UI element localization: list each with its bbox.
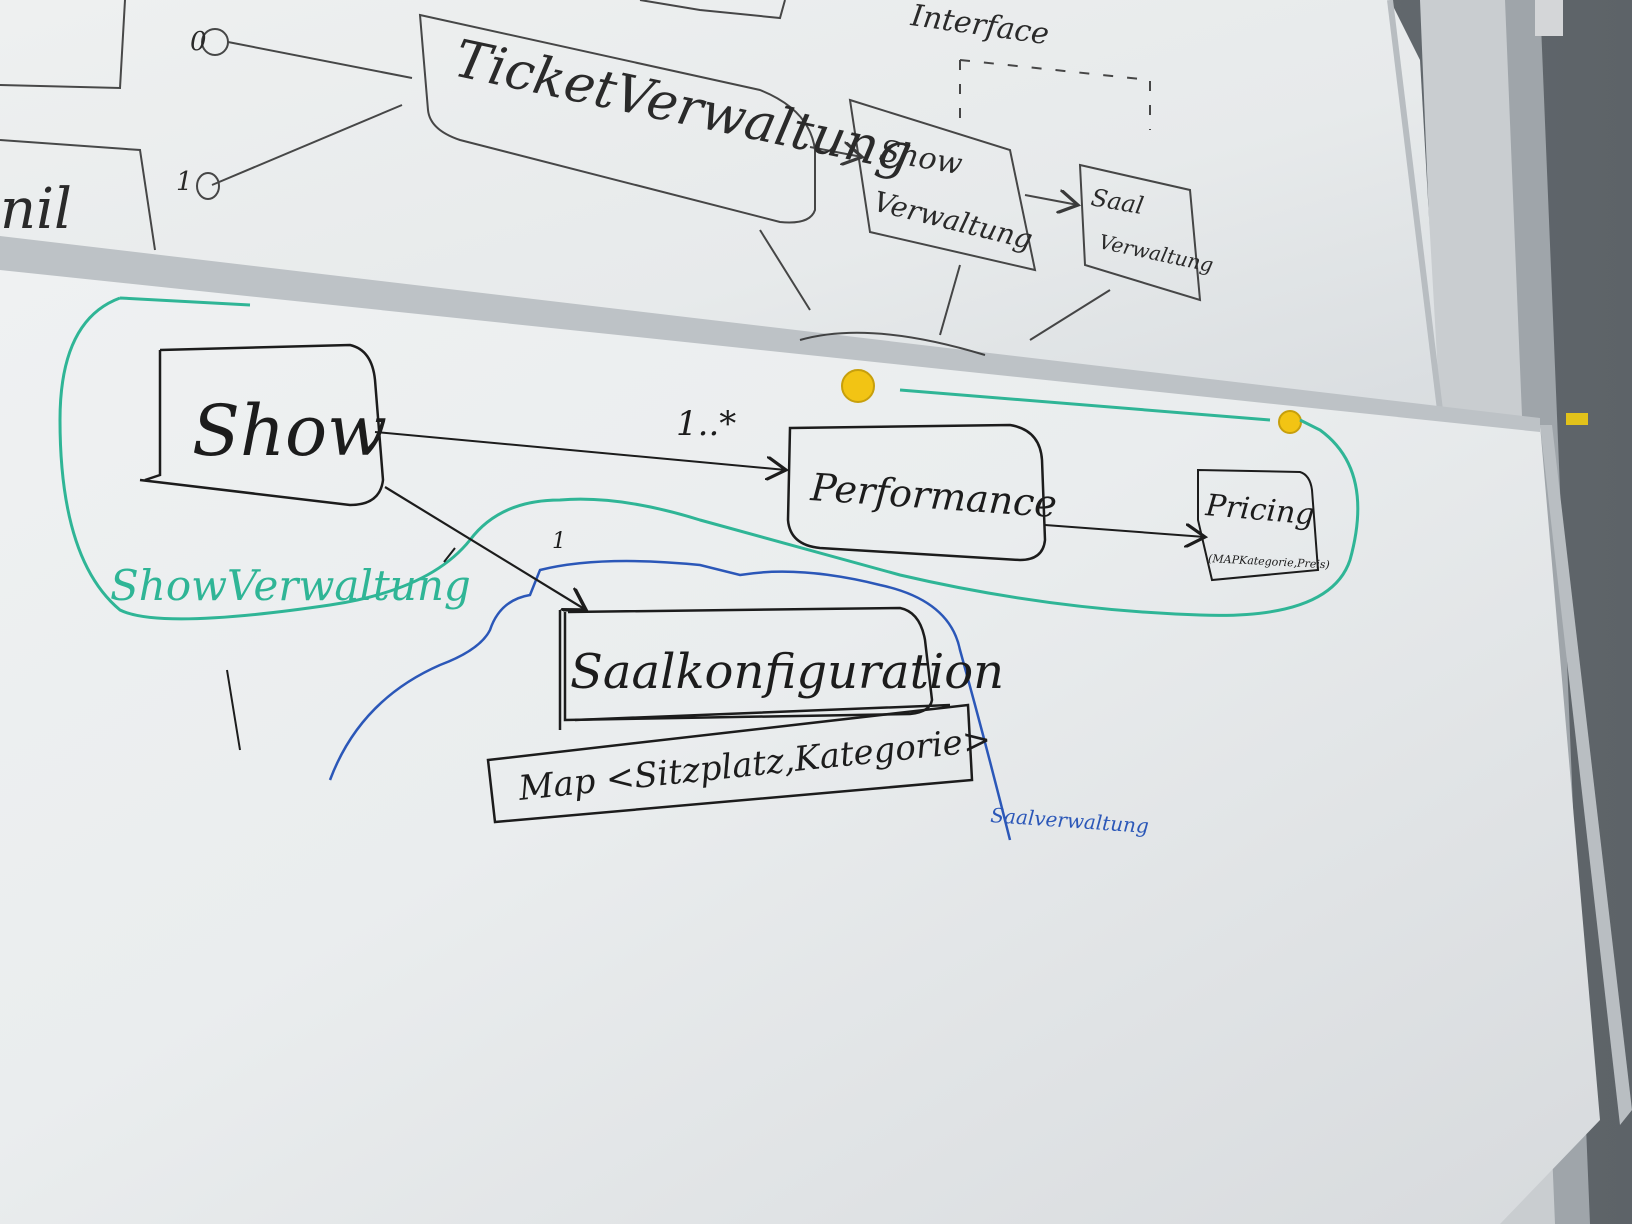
lower-board-right-rim (1540, 425, 1632, 1125)
stray-mark-left (226, 669, 241, 751)
arrow-show-to-saal (1024, 195, 1078, 205)
show-verwaltung-green-label: ShowVerwaltung (110, 561, 471, 610)
ticket-box (418, 13, 816, 224)
assoc-show-saalkonfig (384, 486, 586, 610)
bottom-arc (799, 331, 986, 356)
interface-dashes (959, 59, 1151, 130)
show-box (139, 343, 385, 507)
pricing-sub-label: (MAPKategorie,Preis) (1208, 552, 1330, 571)
assoc-show-performance (374, 431, 786, 470)
wall-switch (1535, 0, 1563, 36)
magnet-left (841, 369, 875, 403)
saal-verwaltung-box (1078, 163, 1202, 302)
performance-box (786, 423, 1047, 562)
saal-konfig-box (558, 606, 934, 730)
multiplicity-upper-bottom: 1 (176, 167, 193, 197)
pricing-box (1197, 468, 1320, 582)
green-boundary (58, 296, 1360, 621)
multiplicity-label: 1..* (676, 404, 736, 444)
lower-board-tray (0, 236, 1540, 432)
partial-box-left (0, 139, 156, 251)
magnet-right (1278, 410, 1302, 434)
lower-whiteboard (0, 270, 1600, 1224)
map-box (486, 703, 974, 824)
saal-konfig-label: Saalkonfiguration (570, 644, 1004, 700)
line-ticket-left-bottom (211, 104, 403, 186)
blue-boundary (328, 559, 1012, 841)
yellow-label (1566, 413, 1588, 425)
partial-box-top (639, 0, 786, 20)
line-ticket-left-top (227, 41, 413, 79)
lower-board-diagram (58, 296, 1360, 841)
assoc-performance-pricing (1044, 525, 1205, 537)
arrow-ticket-to-show (809, 147, 862, 157)
upper-board-diagram (0, 0, 1202, 356)
stray-mark-dash (443, 547, 456, 563)
show-verwaltung-box (848, 98, 1037, 272)
lines-to-bottom (759, 229, 1111, 341)
upper-circle-1 (196, 172, 220, 200)
multiplicity-upper-top: 0 (190, 27, 207, 57)
show-label: Show (192, 390, 387, 472)
upper-circle-0 (201, 28, 229, 56)
small-mark-label: 1 (552, 529, 566, 554)
partial-nil-label: nil (0, 177, 72, 242)
upper-board-right-edge (1387, 0, 1443, 411)
partial-box-topleft (0, 0, 126, 90)
